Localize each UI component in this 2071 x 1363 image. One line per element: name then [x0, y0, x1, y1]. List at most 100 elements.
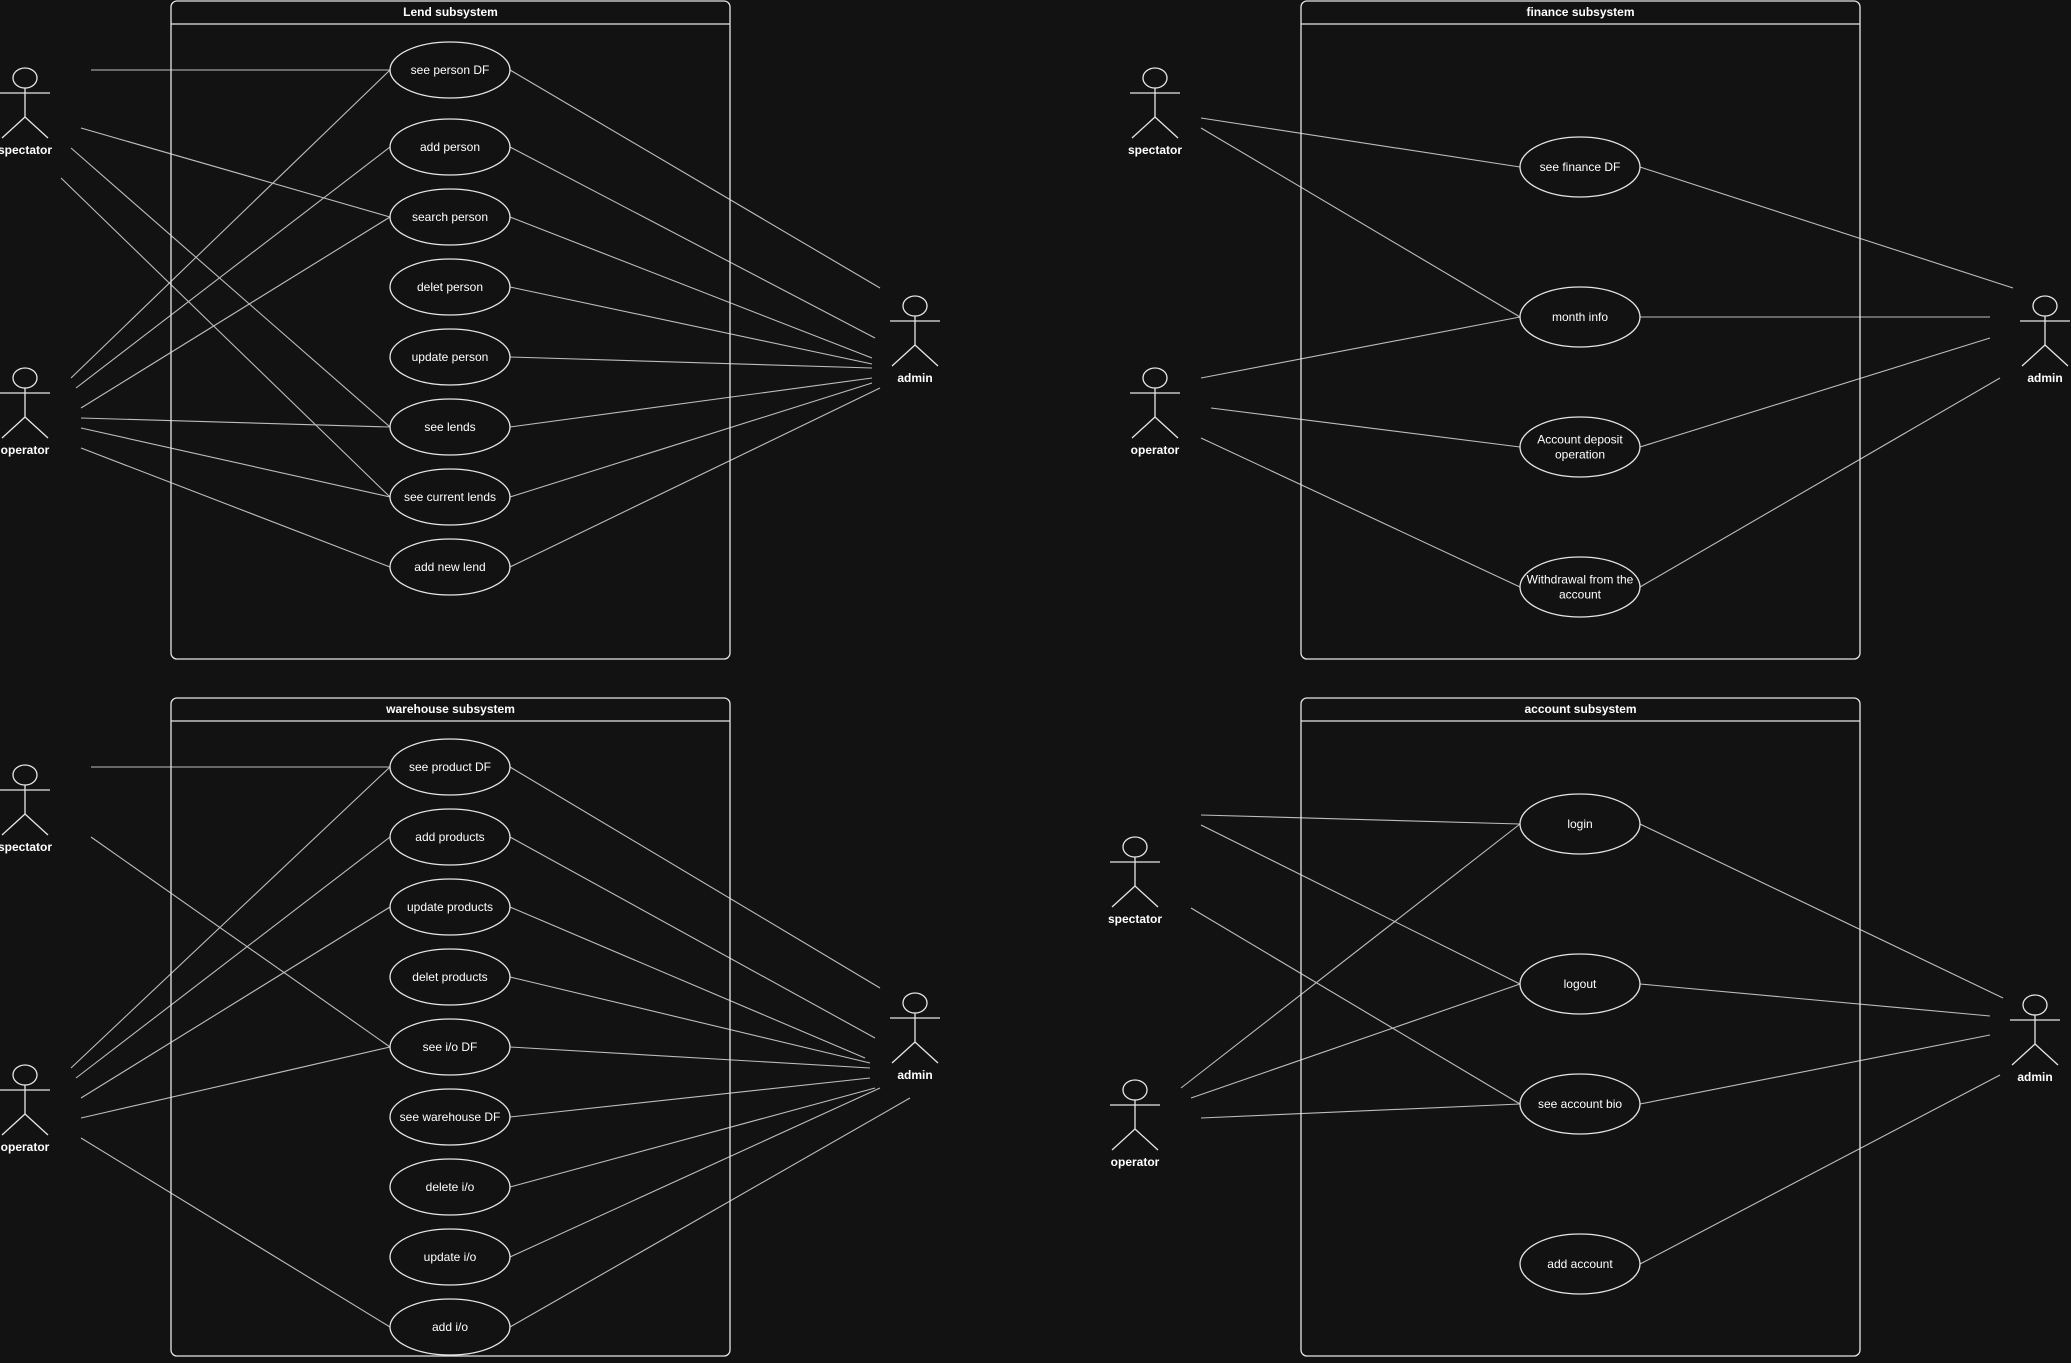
use-case[interactable]: add i/o: [389, 1298, 511, 1356]
use-case-ellipse[interactable]: [1519, 793, 1641, 855]
actor-label: admin: [897, 1068, 932, 1082]
use-case[interactable]: see account bio: [1519, 1073, 1641, 1135]
actor-head: [12, 67, 38, 89]
use-case[interactable]: month info: [1519, 286, 1641, 348]
actor-right-leg: [1134, 885, 1159, 908]
actor-right-leg: [24, 416, 49, 439]
use-case-ellipse[interactable]: [1519, 953, 1641, 1015]
actor-spectator: spectator: [0, 764, 52, 854]
use-case-label: delet products: [412, 970, 487, 984]
association-admin-0: [1639, 166, 2014, 289]
use-case-ellipse[interactable]: [389, 118, 511, 176]
use-case[interactable]: see warehouse DF: [389, 1088, 511, 1146]
use-case[interactable]: login: [1519, 793, 1641, 855]
use-case-ellipse[interactable]: [389, 1298, 511, 1356]
actor-right-leg: [914, 344, 939, 367]
use-case-ellipse[interactable]: [1519, 416, 1641, 478]
use-case-label: see product DF: [409, 760, 491, 774]
association-admin-1: [509, 146, 876, 339]
use-case[interactable]: update products: [389, 878, 511, 936]
use-case-label: update i/o: [424, 1250, 477, 1264]
use-case[interactable]: update person: [389, 328, 511, 386]
use-case-ellipse[interactable]: [389, 328, 511, 386]
use-case-ellipse[interactable]: [389, 258, 511, 316]
actor-head: [902, 992, 928, 1014]
association-admin-5: [509, 1077, 871, 1118]
use-case-ellipse[interactable]: [389, 878, 511, 936]
use-case[interactable]: see current lends: [389, 468, 511, 526]
use-case[interactable]: see lends: [389, 398, 511, 456]
system-boundary: [170, 0, 731, 660]
association-admin-1: [1639, 983, 1991, 1017]
use-case-label: account: [1559, 588, 1602, 602]
actor-right-leg: [1134, 1128, 1159, 1151]
use-case[interactable]: delete i/o: [389, 1158, 511, 1216]
use-case[interactable]: update i/o: [389, 1228, 511, 1286]
association-operator-0: [70, 69, 391, 379]
use-case-label: add new lend: [414, 560, 485, 574]
actor-label: operator: [1111, 1155, 1160, 1169]
actor-label: operator: [1, 1140, 50, 1154]
use-case-ellipse[interactable]: [1519, 1073, 1641, 1135]
actor-left-leg: [2011, 1043, 2036, 1066]
actor-label: admin: [897, 371, 932, 385]
use-case-ellipse[interactable]: [389, 188, 511, 246]
use-case[interactable]: logout: [1519, 953, 1641, 1015]
association-operator-1: [75, 146, 391, 389]
association-operator-1: [1200, 316, 1521, 379]
use-case[interactable]: see finance DF: [1519, 136, 1641, 198]
use-case[interactable]: add products: [389, 808, 511, 866]
actor-admin: admin: [890, 992, 940, 1082]
association-operator-2: [1200, 1103, 1521, 1119]
actor-admin: admin: [2020, 295, 2070, 385]
use-case[interactable]: delet products: [389, 948, 511, 1006]
use-case-ellipse[interactable]: [1519, 136, 1641, 198]
use-case-ellipse[interactable]: [389, 1228, 511, 1286]
use-case[interactable]: add new lend: [389, 538, 511, 596]
use-case[interactable]: delet person: [389, 258, 511, 316]
use-case[interactable]: see i/o DF: [389, 1018, 511, 1076]
association-admin-1: [509, 836, 876, 1039]
actor-label: admin: [2017, 1070, 2052, 1084]
use-case-ellipse[interactable]: [389, 948, 511, 1006]
association-operator-0: [70, 766, 391, 1069]
association-admin-3: [1639, 377, 2001, 588]
use-case[interactable]: see person DF: [389, 41, 511, 99]
association-admin-2: [1639, 337, 1991, 448]
use-case-label: add account: [1547, 1257, 1613, 1271]
use-case[interactable]: see product DF: [389, 738, 511, 796]
use-case-ellipse[interactable]: [389, 398, 511, 456]
use-case-label: operation: [1555, 448, 1605, 462]
actor-head: [12, 764, 38, 786]
use-case-ellipse[interactable]: [1519, 286, 1641, 348]
use-case-ellipse[interactable]: [389, 1018, 511, 1076]
use-case-ellipse[interactable]: [389, 41, 511, 99]
actor-operator: operator: [1110, 1079, 1160, 1169]
system-boundary: [1300, 0, 1861, 660]
association-spectator-2: [1190, 907, 1521, 1105]
use-case[interactable]: add account: [1519, 1233, 1641, 1295]
use-case-label: login: [1567, 817, 1592, 831]
use-case-ellipse[interactable]: [389, 738, 511, 796]
association-admin-5: [509, 377, 873, 428]
use-case-ellipse[interactable]: [389, 1158, 511, 1216]
association-admin-7: [509, 1087, 881, 1258]
use-case-ellipse[interactable]: [389, 538, 511, 596]
associations: [70, 766, 911, 1328]
actor-left-leg: [891, 1041, 916, 1064]
use-case-label: update products: [407, 900, 493, 914]
use-case-ellipse[interactable]: [389, 1088, 511, 1146]
use-case-ellipse[interactable]: [389, 808, 511, 866]
use-case[interactable]: search person: [389, 188, 511, 246]
association-admin-2: [1639, 1034, 1991, 1105]
use-case[interactable]: add person: [389, 118, 511, 176]
actor-right-leg: [24, 1113, 49, 1136]
use-case-ellipse[interactable]: [389, 468, 511, 526]
actor-right-leg: [24, 813, 49, 836]
association-operator-0: [1180, 823, 1521, 1089]
use-case-ellipse[interactable]: [1519, 1233, 1641, 1295]
use-case-ellipse[interactable]: [1519, 556, 1641, 618]
